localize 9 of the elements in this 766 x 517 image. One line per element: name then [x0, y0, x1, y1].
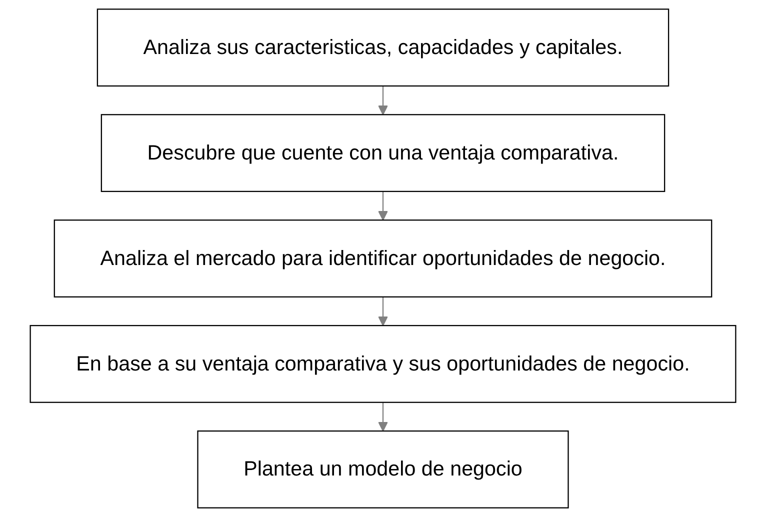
node-box: En base a su ventaja comparativa y sus oportunidades de negocio.	[30, 324, 736, 403]
arrow	[378, 191, 388, 221]
node-box: Analiza el mercado para identificar oportunidades de negocio.	[54, 220, 712, 298]
arrow	[378, 296, 388, 326]
arrow	[378, 402, 388, 432]
node-box: Plantea un modelo de negocio	[197, 430, 569, 508]
node-box: Analiza sus caracteristicas, capacidades y capitales.	[96, 8, 670, 87]
arrow	[378, 86, 388, 116]
node-box: Descubre que cuente con una ventaja comparativa.	[100, 114, 666, 192]
